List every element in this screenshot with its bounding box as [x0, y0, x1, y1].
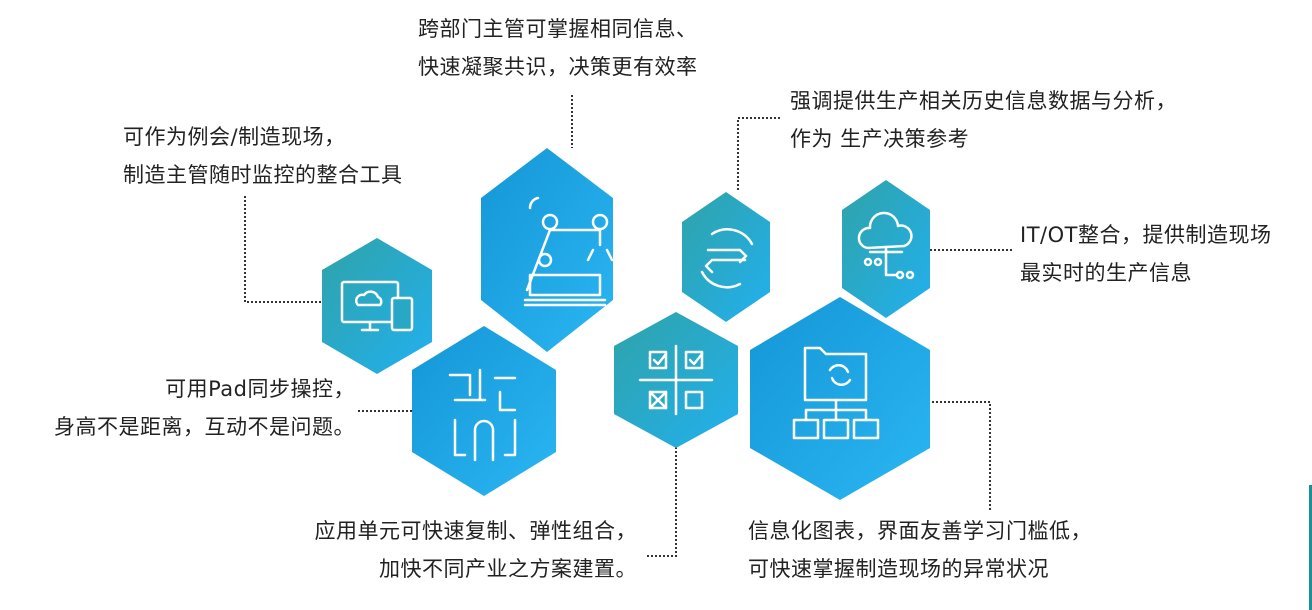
callout-top-left: 可作为例会/制造现场， 制造主管随时监控的整合工具 — [123, 118, 403, 194]
callout-line: 可用Pad同步操控， — [165, 377, 355, 401]
callout-line: 跨部门主管可掌握相同信息、 — [418, 17, 698, 41]
folder-sync-hierarchy-icon — [792, 346, 880, 440]
connector-bottom-right — [928, 401, 991, 512]
callout-line: 强调提供生产相关历史信息数据与分析， — [790, 89, 1177, 113]
hexagon-folders — [750, 297, 930, 500]
robot-arm-icon — [523, 196, 614, 307]
callout-top-right: 强调提供生产相关历史信息数据与分析， 作为 生产决策参考 — [790, 82, 1177, 158]
callout-line: 制造主管随时监控的整合工具 — [123, 163, 403, 187]
callout-line: 快速凝聚共识，决策更有效率 — [418, 55, 698, 79]
finger-touch-circuit-icon — [448, 368, 517, 462]
callout-bottom-right: 信息化图表，界面友善学习门槛低， 可快速掌握制造现场的异常状况 — [748, 512, 1092, 588]
callout-right: IT/OT整合，提供制造现场 最实时的生产信息 — [1020, 216, 1271, 292]
callout-line: 身高不是距离，互动不是问题。 — [54, 415, 355, 439]
callout-line: IT/OT整合，提供制造现场 — [1020, 223, 1272, 247]
connector-top-left — [244, 196, 322, 303]
cloud-network-icon — [857, 211, 915, 280]
edge-accent-line — [1309, 485, 1312, 610]
callout-line: 加快不同产业之方案建置。 — [379, 557, 637, 581]
checklist-grid-icon — [638, 344, 714, 416]
callout-line: 信息化图表，界面友善学习门槛低， — [748, 519, 1092, 543]
callout-line: 可作为例会/制造现场， — [123, 125, 346, 149]
callout-line: 最实时的生产信息 — [1020, 261, 1192, 285]
hexagon-exchange — [682, 192, 770, 322]
hexagon-touch — [412, 326, 556, 496]
callout-line: 应用单元可快速复制、弹性组合， — [314, 519, 637, 543]
connector-bottom — [645, 447, 677, 557]
callout-line: 作为 生产决策参考 — [790, 127, 970, 151]
monitor-cloud-tablet-icon — [340, 280, 414, 332]
callout-top: 跨部门主管可掌握相同信息、 快速凝聚共识，决策更有效率 — [418, 10, 698, 86]
exchange-arrows-icon — [700, 228, 754, 289]
callout-left: 可用Pad同步操控， 身高不是距离，互动不是问题。 — [54, 370, 355, 446]
connector-top-right — [737, 117, 780, 192]
callout-bottom: 应用单元可快速复制、弹性组合， 加快不同产业之方案建置。 — [315, 512, 638, 588]
callout-line: 可快速掌握制造现场的异常状况 — [748, 557, 1049, 581]
